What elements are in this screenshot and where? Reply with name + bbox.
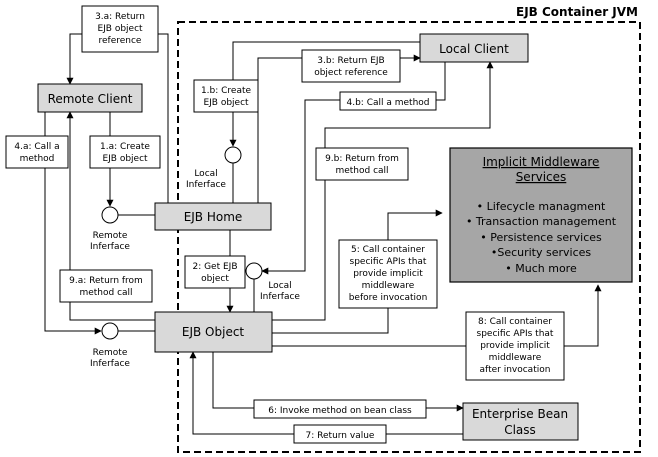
step-5-line: provide implicit (353, 269, 423, 279)
step-1a-label: 1.a: Create EJB object (89, 135, 161, 169)
edge-9b (272, 61, 494, 321)
ejb-object-box: EJB Object (154, 311, 273, 353)
step-7-line: 7: Return value (306, 431, 375, 441)
edge-8 (272, 284, 602, 347)
edge-4b (261, 62, 446, 275)
middleware-item: •Security services (491, 246, 592, 259)
step-8-line: 8: Call container (478, 317, 552, 327)
step-4a-line: 4.a: Call a (14, 142, 59, 152)
ejb-home-box: EJB Home (154, 202, 272, 231)
step-9b-line: method call (335, 166, 388, 176)
local-client-label: Local Client (439, 42, 509, 56)
middleware-services-box: Implicit Middleware Services • Lifecycle… (449, 147, 633, 283)
step-4a-label: 4.a: Call a method (5, 135, 69, 169)
step-2-label: 2: Get EJB object (184, 255, 246, 289)
step-1a-line: EJB object (102, 154, 148, 164)
local-home-interface: Local Inferface (186, 146, 242, 190)
step-1b-label: 1.b: Create EJB object (193, 79, 259, 113)
step-5-line: before invocation (349, 293, 428, 303)
step-5-line: middleware (362, 281, 415, 291)
step-5-line: specific APIs that (350, 257, 427, 267)
local-object-interface: Local Inferface (245, 262, 300, 302)
step-8-label: 8: Call container specific APIs that pro… (465, 311, 565, 381)
remote-client-label: Remote Client (48, 92, 133, 106)
local-object-iface-line-2: Inferface (260, 292, 300, 302)
local-object-iface-line-1: Local (268, 281, 291, 291)
middleware-item: • Persistence services (480, 231, 602, 244)
container-title: EJB Container JVM (516, 5, 638, 19)
enterprise-bean-line-1: Enterprise Bean (472, 407, 568, 421)
edge-7 (189, 351, 463, 435)
step-9b-label: 9.b: Return from method call (315, 147, 409, 181)
step-2-line: object (201, 274, 229, 284)
step-3a-label: 3.a: Return EJB object reference (81, 5, 159, 53)
step-6-label: 6: Invoke method on bean class (253, 399, 427, 419)
step-1a-line: 1.a: Create (100, 142, 150, 152)
ejb-home-label: EJB Home (184, 210, 243, 224)
step-6-line: 6: Invoke method on bean class (268, 406, 412, 416)
step-3a-line: EJB object (97, 24, 143, 34)
middleware-item: • Much more (505, 262, 577, 275)
step-5-line: 5: Call container (351, 245, 425, 255)
step-2-line: 2: Get EJB (192, 262, 237, 272)
middleware-title-line-1: Implicit Middleware (483, 155, 600, 169)
step-9a-label: 9.a: Return from method call (59, 269, 153, 303)
step-5-label: 5: Call container specific APIs that pro… (338, 239, 438, 309)
step-8-line: middleware (489, 353, 542, 363)
step-8-line: specific APIs that (477, 329, 554, 339)
step-3b-label: 3.b: Return EJB object reference (301, 49, 401, 83)
step-4b-line: 4.b: Call a method (347, 98, 430, 108)
local-home-iface-line-2: Inferface (186, 180, 226, 190)
step-3a-line: 3.a: Return (95, 12, 145, 22)
step-9b-line: 9.b: Return from (325, 154, 399, 164)
middleware-title-line-2: Services (516, 170, 567, 184)
local-home-iface-line-1: Local (194, 169, 217, 179)
remote-object-iface-line-2: Inferface (90, 359, 130, 369)
step-3b-line: object reference (314, 68, 388, 78)
step-3b-line: 3.b: Return EJB (317, 56, 384, 66)
step-4a-line: method (20, 154, 55, 164)
edge-9a (66, 111, 155, 321)
remote-client-box: Remote Client (37, 83, 143, 113)
remote-object-iface-line-1: Remote (93, 348, 128, 358)
enterprise-bean-box: Enterprise Bean Class (462, 402, 579, 441)
step-3a-line: reference (99, 36, 142, 46)
step-4b-label: 4.b: Call a method (339, 91, 437, 111)
step-8-line: after invocation (480, 365, 551, 375)
edge-4a (44, 112, 102, 335)
remote-home-iface-line-1: Remote (93, 231, 128, 241)
remote-home-interface: Remote Inferface (90, 206, 130, 252)
step-1b-line: 1.b: Create (201, 86, 252, 96)
local-client-box: Local Client (419, 33, 529, 63)
step-9a-line: 9.a: Return from (69, 276, 143, 286)
middleware-item: • Lifecycle managment (477, 200, 606, 213)
remote-object-interface: Remote Inferface (90, 322, 130, 369)
step-1b-line: EJB object (203, 98, 249, 108)
step-9a-line: method call (79, 288, 132, 298)
step-8-line: provide implicit (480, 341, 550, 351)
remote-home-iface-line-2: Inferface (90, 242, 130, 252)
ejb-container-boundary (177, 21, 641, 453)
middleware-item: • Transaction management (466, 215, 617, 228)
enterprise-bean-line-2: Class (504, 423, 536, 437)
edge-3a (66, 33, 169, 203)
step-7-label: 7: Return value (293, 424, 387, 444)
ejb-object-label: EJB Object (182, 325, 245, 339)
